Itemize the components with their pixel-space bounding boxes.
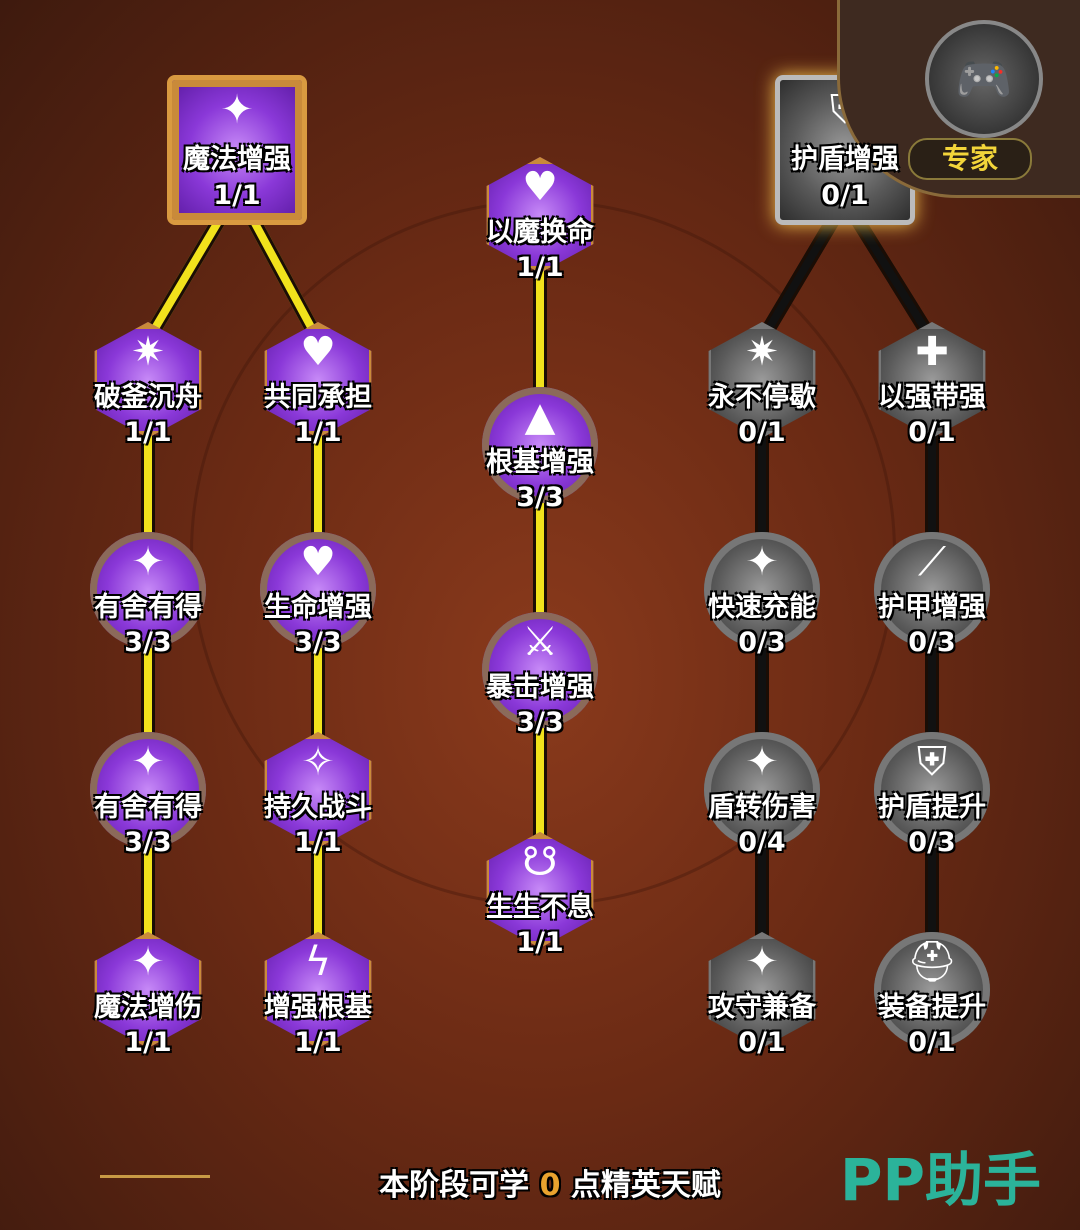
talent-icon: ✚ — [878, 322, 986, 438]
talent-node[interactable]: ✷ 破釜沉舟 1/1 — [90, 322, 206, 448]
talent-name: 暴击增强 — [486, 672, 594, 703]
talent-count: 1/1 — [294, 417, 342, 448]
talent-name: 护甲增强 — [878, 592, 986, 623]
talent-count: 3/3 — [516, 482, 564, 513]
footer-prefix: 本阶段可学 — [379, 1168, 530, 1203]
talent-name: 有舍有得 — [94, 592, 202, 623]
talent-name: 有舍有得 — [94, 792, 202, 823]
talent-name: 攻守兼备 — [708, 992, 816, 1023]
talent-name: 增强根基 — [264, 992, 372, 1023]
talent-node[interactable]: ♥ 以魔换命 1/1 — [482, 157, 598, 283]
talent-count: 3/3 — [124, 827, 172, 858]
talent-icon: ♥ — [260, 532, 376, 648]
talent-name: 以魔换命 — [486, 217, 594, 248]
gamepad-icon: 🎮 — [925, 20, 1043, 138]
talent-node[interactable]: ⟋ 护甲增强 0/3 — [874, 532, 990, 658]
talent-name: 共同承担 — [264, 382, 372, 413]
talent-name: 快速充能 — [708, 592, 816, 623]
talent-count: 0/3 — [908, 827, 956, 858]
talent-count: 0/3 — [738, 627, 786, 658]
talent-count: 1/1 — [213, 180, 261, 211]
talent-name: 永不停歇 — [708, 382, 816, 413]
talent-count: 0/1 — [738, 1027, 786, 1058]
talent-count: 0/1 — [908, 417, 956, 448]
talent-icon: ⛨ — [874, 732, 990, 848]
talent-count: 0/1 — [821, 180, 869, 211]
talent-count: 3/3 — [294, 627, 342, 658]
talent-count: 1/1 — [124, 417, 172, 448]
talent-count: 0/1 — [908, 1027, 956, 1058]
talent-name: 根基增强 — [486, 447, 594, 478]
talent-icon: ✷ — [708, 322, 816, 438]
talent-name: 护盾增强 — [791, 144, 899, 175]
talent-node[interactable]: ⚔ 暴击增强 3/3 — [482, 612, 598, 738]
talent-icon: ✦ — [90, 732, 206, 848]
talent-node[interactable]: ⛨ 护盾提升 0/3 — [874, 732, 990, 858]
watermark: PP助手 — [840, 1146, 1042, 1214]
talent-node[interactable]: ✦ 盾转伤害 0/4 — [704, 732, 820, 858]
talent-name: 装备提升 — [878, 992, 986, 1023]
available-points: 0 — [539, 1168, 561, 1203]
difficulty-label: 专家 — [908, 138, 1032, 180]
talent-count: 1/1 — [294, 827, 342, 858]
talent-icon: ▲ — [482, 387, 598, 503]
talent-count: 1/1 — [516, 927, 564, 958]
talent-node[interactable]: ϟ 增强根基 1/1 — [260, 932, 376, 1058]
talent-node[interactable]: ✚ 以强带强 0/1 — [874, 322, 990, 448]
talent-icon: ✦ — [704, 532, 820, 648]
footer-ornament-left — [100, 1175, 210, 1178]
talent-node[interactable]: ✦ 快速充能 0/3 — [704, 532, 820, 658]
talent-node[interactable]: ✦ 魔法增伤 1/1 — [90, 932, 206, 1058]
talent-count: 0/4 — [738, 827, 786, 858]
talent-icon: ♥ — [264, 322, 372, 438]
talent-icon: ✦ — [167, 75, 307, 225]
talent-name: 生命增强 — [264, 592, 372, 623]
talent-node[interactable]: ✷ 永不停歇 0/1 — [704, 322, 820, 448]
talent-name: 魔法增强 — [183, 144, 291, 175]
talent-node[interactable]: ✧ 持久战斗 1/1 — [260, 732, 376, 858]
talent-count: 3/3 — [516, 707, 564, 738]
talent-node[interactable]: ⛑ 装备提升 0/1 — [874, 932, 990, 1058]
talent-count: 0/1 — [738, 417, 786, 448]
difficulty-badge[interactable]: 🎮 专家 — [837, 0, 1080, 198]
talent-name: 魔法增伤 — [94, 992, 202, 1023]
talent-name: 生生不息 — [486, 892, 594, 923]
talent-node[interactable]: ✦ 有舍有得 3/3 — [90, 732, 206, 858]
talent-icon: ⛑ — [874, 932, 990, 1048]
footer-suffix: 点精英天赋 — [570, 1168, 721, 1203]
talent-name: 破釜沉舟 — [94, 382, 202, 413]
talent-node[interactable]: ✦ 有舍有得 3/3 — [90, 532, 206, 658]
talent-icon: ⚔ — [482, 612, 598, 728]
talent-node[interactable]: ☋ 生生不息 1/1 — [482, 832, 598, 958]
talent-count: 1/1 — [294, 1027, 342, 1058]
talent-count: 0/3 — [908, 627, 956, 658]
talent-node[interactable]: ▲ 根基增强 3/3 — [482, 387, 598, 513]
talent-node[interactable]: ♥ 共同承担 1/1 — [260, 322, 376, 448]
available-points-text: 本阶段可学 0 点精英天赋 — [340, 1160, 760, 1204]
talent-icon: ✦ — [90, 532, 206, 648]
talent-count: 1/1 — [516, 252, 564, 283]
talent-name: 以强带强 — [878, 382, 986, 413]
talent-node[interactable]: ♥ 生命增强 3/3 — [260, 532, 376, 658]
talent-name: 盾转伤害 — [708, 792, 816, 823]
talent-count: 1/1 — [124, 1027, 172, 1058]
talent-icon: ⟋ — [874, 532, 990, 648]
talent-name: 护盾提升 — [878, 792, 986, 823]
talent-node[interactable]: ✦ 攻守兼备 0/1 — [704, 932, 820, 1058]
talent-name: 持久战斗 — [264, 792, 372, 823]
talent-icon: ✷ — [94, 322, 202, 438]
talent-count: 3/3 — [124, 627, 172, 658]
talent-root-node[interactable]: ✦ 魔法增强 1/1 — [167, 75, 307, 225]
talent-icon: ✦ — [704, 732, 820, 848]
